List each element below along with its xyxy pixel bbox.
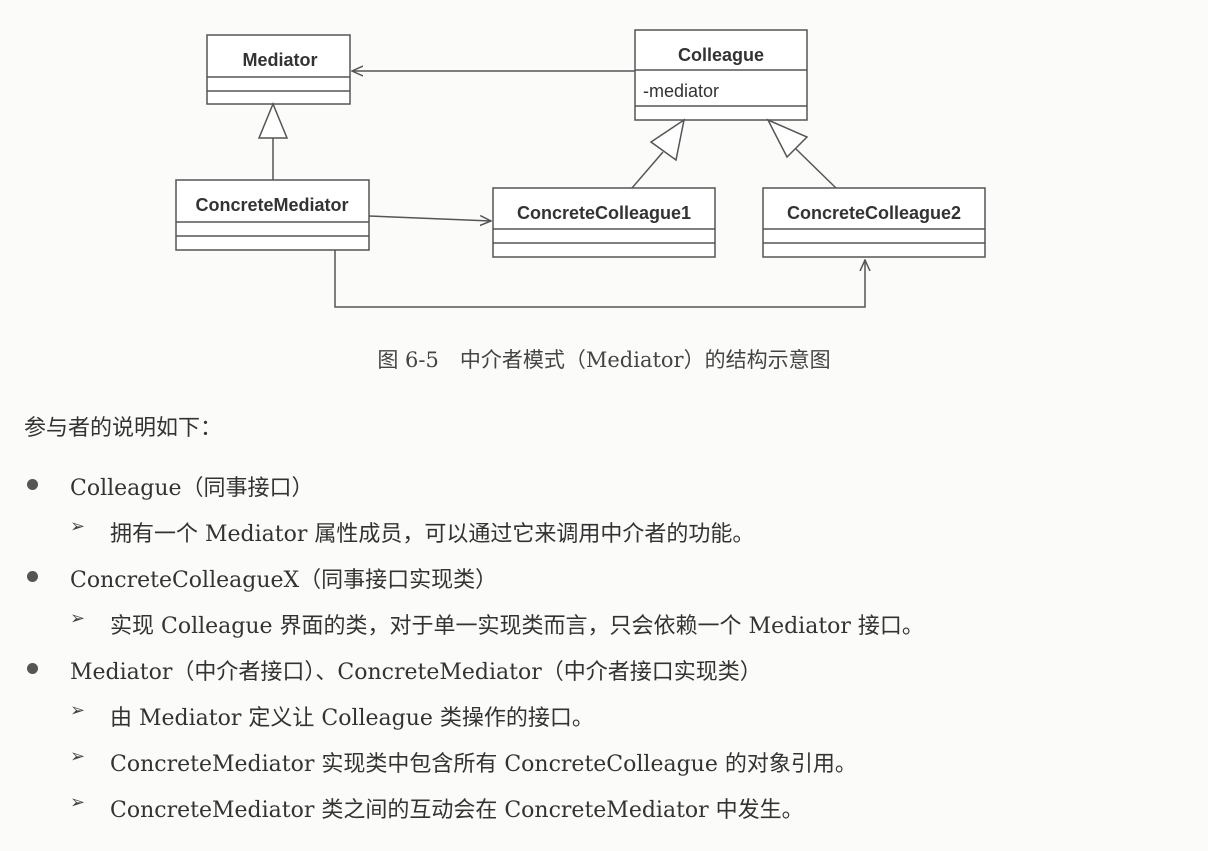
list-item-text: Colleague（同事接口） <box>70 476 314 501</box>
list-item-text: ConcreteColleagueX（同事接口实现类） <box>70 568 498 593</box>
list-subitem-text: ConcreteMediator 类之间的互动会在 ConcreteMediat… <box>110 798 804 823</box>
participants-intro: 参与者的说明如下： <box>24 416 223 441</box>
arrow-bullet-icon: ➢ <box>70 608 86 629</box>
colleague2-generalization-arrow <box>766 118 837 189</box>
concrete-mediator-class-box: ConcreteMediator <box>175 179 370 251</box>
figure-caption: 图 6-5 中介者模式（Mediator）的结构示意图 <box>377 348 831 372</box>
colleague-class-box: Colleague -mediator <box>634 29 808 121</box>
bullet-icon <box>27 479 38 490</box>
list-subitem-text: ConcreteMediator 实现类中包含所有 ConcreteCollea… <box>110 752 857 777</box>
colleague-class-name: Colleague <box>678 45 764 65</box>
bullet-icon <box>27 663 38 674</box>
concrete-colleague2-class-box: ConcreteColleague2 <box>762 187 986 258</box>
arrow-bullet-icon: ➢ <box>70 792 86 813</box>
concrete-colleague1-class-name: ConcreteColleague1 <box>517 203 691 223</box>
arrow-bullet-icon: ➢ <box>70 746 86 767</box>
uml-class-diagram: Mediator Colleague -mediator ConcreteMed… <box>175 29 986 308</box>
mediator-to-colleague1-association <box>368 216 491 221</box>
colleague-mediator-attribute: -mediator <box>643 81 719 101</box>
concrete-mediator-class-name: ConcreteMediator <box>195 195 348 215</box>
mediator-class-box: Mediator <box>206 34 351 105</box>
concrete-colleague1-class-box: ConcreteColleague1 <box>492 187 716 258</box>
arrow-bullet-icon: ➢ <box>70 700 86 721</box>
mediator-class-name: Mediator <box>242 50 317 70</box>
arrow-bullet-icon: ➢ <box>70 516 86 537</box>
list-subitem-text: 实现 Colleague 界面的类，对于单一实现类而言，只会依赖一个 Media… <box>110 614 924 639</box>
list-subitem-text: 由 Mediator 定义让 Colleague 类操作的接口。 <box>110 706 594 731</box>
bullet-icon <box>27 571 38 582</box>
list-item-text: Mediator（中介者接口）、ConcreteMediator（中介者接口实现… <box>70 660 762 685</box>
colleague1-generalization-arrow <box>631 118 686 189</box>
mediator-to-colleague2-association <box>334 250 865 308</box>
list-subitem-text: 拥有一个 Mediator 属性成员，可以通过它来调用中介者的功能。 <box>110 522 755 547</box>
mediator-generalization-arrow <box>257 102 289 180</box>
concrete-colleague2-class-name: ConcreteColleague2 <box>787 203 961 223</box>
